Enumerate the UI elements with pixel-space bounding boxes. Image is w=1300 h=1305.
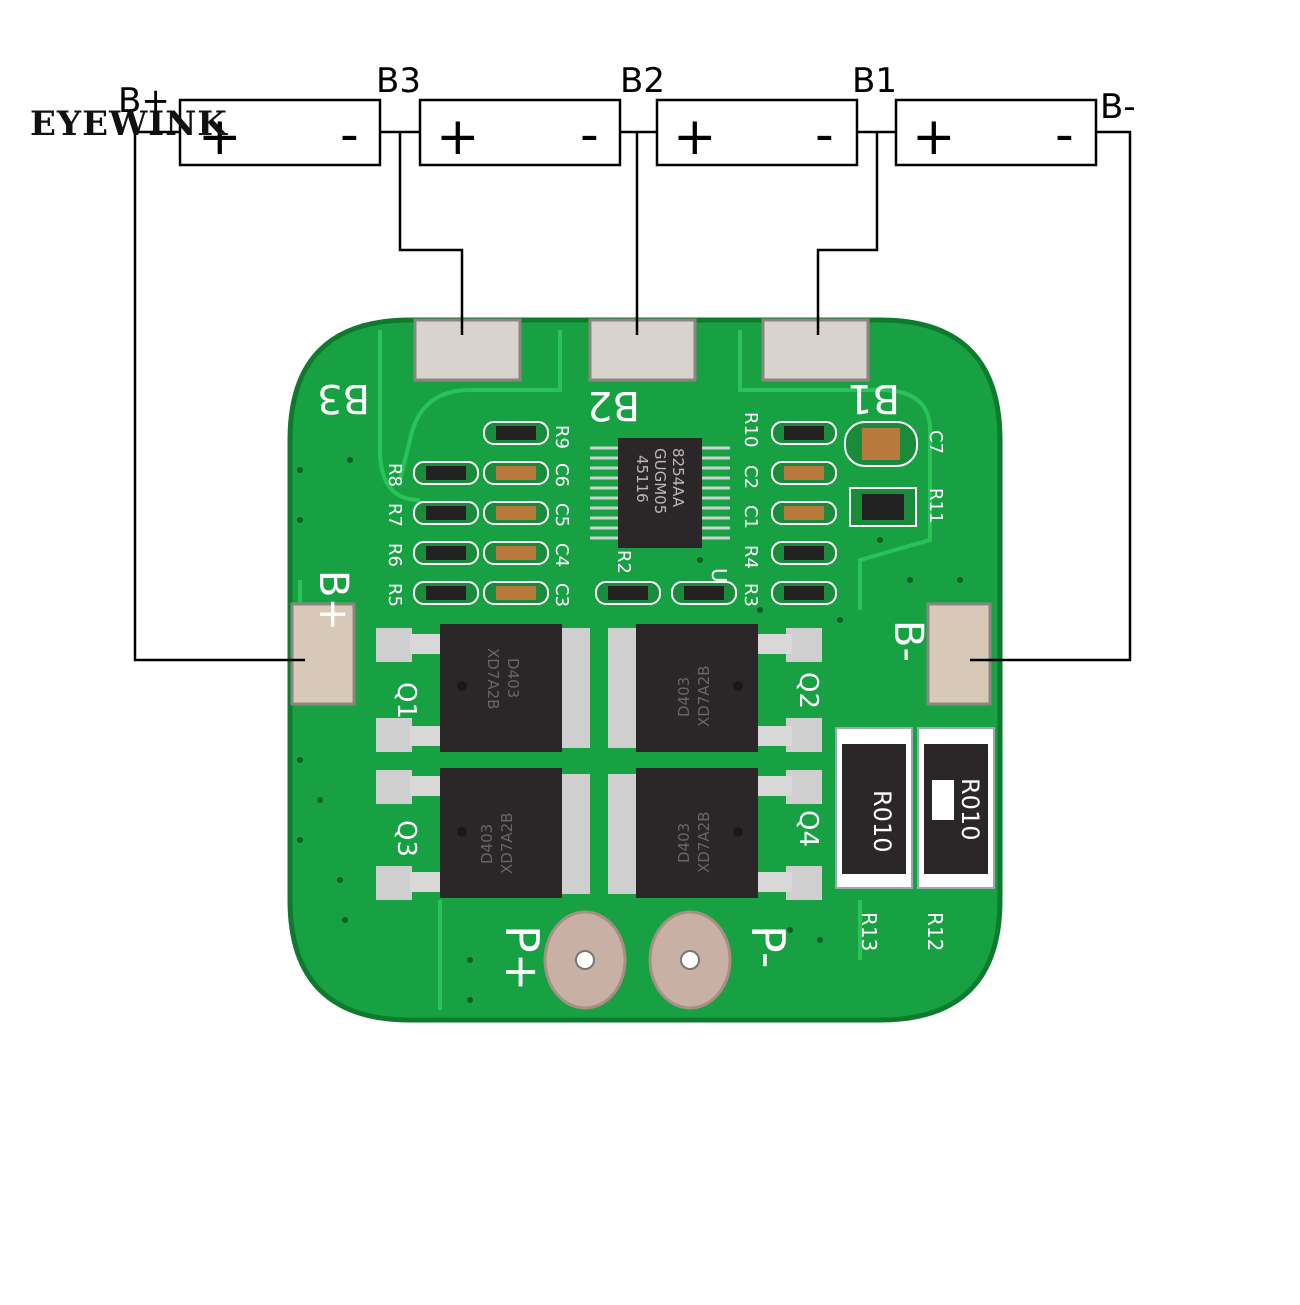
ic-line3: 45116 xyxy=(633,455,651,503)
ref-c5: C5 xyxy=(551,503,572,527)
ref-r3: R3 xyxy=(740,583,761,607)
wire-bminus xyxy=(970,130,1132,662)
terminal-b2: B2 xyxy=(620,61,665,101)
battery-schematic xyxy=(133,98,1132,662)
r12-value: R010 xyxy=(956,778,984,840)
cell-polarity: + - + - + - + - xyxy=(198,105,1074,167)
watermark: EYEWINK xyxy=(30,104,228,144)
terminal-bplus: B+ xyxy=(118,81,170,121)
ref-q3: Q3 xyxy=(391,820,421,857)
label-b1: B1 xyxy=(847,375,900,421)
cell2-plus: + xyxy=(436,107,480,167)
label-pminus: P- xyxy=(741,925,795,968)
pad-bminus xyxy=(926,602,992,706)
wire-b3 xyxy=(398,132,464,335)
ic-line1: 8254AA xyxy=(669,448,687,508)
ref-r13: R13 xyxy=(857,912,881,951)
terminal-b1: B1 xyxy=(852,61,897,101)
pad-bplus xyxy=(290,602,356,706)
ref-q2: Q2 xyxy=(793,672,823,709)
ref-r12: R12 xyxy=(923,912,947,951)
pad-b1 xyxy=(761,318,870,382)
terminal-labels: B+ B3 B2 B1 B- xyxy=(118,61,1136,127)
cell-pads xyxy=(413,318,870,382)
ref-c3: C3 xyxy=(551,583,572,607)
wire-bplus xyxy=(133,130,305,662)
ref-q1: Q1 xyxy=(391,682,421,719)
label-pplus: P+ xyxy=(495,925,549,991)
q4-marking: D403 xyxy=(675,823,693,863)
label-bminus: B- xyxy=(885,620,931,662)
ref-designators: R9 C6 C5 C4 C3 R8 R7 R6 R5 R10 C2 C1 R4 … xyxy=(384,412,946,607)
cell1-plus: + xyxy=(198,107,242,167)
label-b2: B2 xyxy=(587,382,640,428)
cell3-plus: + xyxy=(673,107,717,167)
ref-r10: R10 xyxy=(740,412,761,447)
ref-r7: R7 xyxy=(384,503,405,527)
pad-b2 xyxy=(588,318,697,382)
ref-r6: R6 xyxy=(384,543,405,567)
q1-marking: D403 xyxy=(504,658,522,698)
smd-components xyxy=(413,421,918,605)
mosfet-q4: D403 XD7A2B xyxy=(608,768,822,900)
mosfet-q1: D403 XD7A2B xyxy=(376,624,590,752)
terminal-b3: B3 xyxy=(376,61,421,101)
cell1-minus: - xyxy=(340,105,359,165)
cell2-minus: - xyxy=(580,105,599,165)
q3-marking: D403 xyxy=(478,824,496,864)
label-b3: B3 xyxy=(317,375,370,421)
q3-code: XD7A2B xyxy=(498,813,516,874)
shunt-resistors: R010 R010 R13 R12 xyxy=(835,727,995,951)
label-bplus: B+ xyxy=(310,570,356,631)
ref-c4: C4 xyxy=(551,543,572,567)
ref-q4: Q4 xyxy=(793,810,823,847)
q2-code: XD7A2B xyxy=(695,666,713,727)
wire-b1 xyxy=(816,132,879,335)
ref-c1: C1 xyxy=(740,505,761,529)
ref-r4: R4 xyxy=(740,545,761,569)
cell3-minus: - xyxy=(815,105,834,165)
ref-c6: C6 xyxy=(551,463,572,487)
cell4-minus: - xyxy=(1055,105,1074,165)
pad-b3 xyxy=(413,318,522,382)
ic-line2: GUGM05 xyxy=(651,448,669,514)
ref-c2: C2 xyxy=(740,465,761,489)
output-pads: P+ P- xyxy=(495,910,795,1010)
q1-code: XD7A2B xyxy=(484,648,502,709)
ref-r9: R9 xyxy=(551,425,572,449)
mosfet-q2: D403 XD7A2B xyxy=(608,624,822,752)
ref-c7: C7 xyxy=(925,430,946,454)
cell4-plus: + xyxy=(912,107,956,167)
mosfets: D403 XD7A2B D403 XD7A2B D403 XD7 xyxy=(376,624,823,900)
ref-r5: R5 xyxy=(384,583,405,607)
terminal-bminus: B- xyxy=(1100,87,1136,127)
ref-r11: R11 xyxy=(925,488,946,523)
ref-r2: R2 xyxy=(613,550,634,574)
q2-marking: D403 xyxy=(675,677,693,717)
q4-code: XD7A2B xyxy=(695,812,713,873)
ref-r8: R8 xyxy=(384,463,405,487)
r13-value: R010 xyxy=(868,790,896,852)
mosfet-q3: D403 XD7A2B xyxy=(376,768,590,900)
